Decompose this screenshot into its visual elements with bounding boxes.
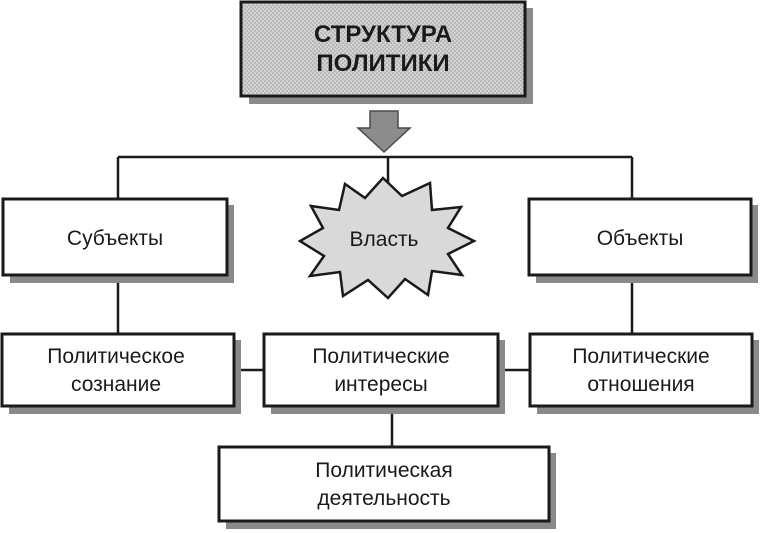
objects-label: Объекты (597, 227, 684, 250)
consciousness-box-frame (0, 332, 236, 408)
connectors (116, 155, 634, 447)
activity-label-line-1: Политическая (315, 459, 452, 482)
objects-box: Объекты (527, 197, 758, 283)
title-box: СТРУКТУРА ПОЛИТИКИ (239, 0, 533, 104)
interests-label-line-2: интересы (334, 373, 427, 396)
starburst-shape (297, 176, 477, 300)
interests-box: Политические интересы (262, 332, 505, 414)
relations-box-frame (528, 332, 754, 408)
power-burst: Власть (297, 176, 477, 300)
interests-box-frame (262, 332, 500, 408)
title-box-frame (239, 0, 527, 98)
subjects-label: Субъекты (67, 227, 163, 250)
power-label: Власть (350, 228, 419, 251)
subjects-box: Субъекты (1, 197, 234, 283)
objects-box-frame (527, 197, 753, 277)
consciousness-label-line-1: Политическое (47, 345, 185, 368)
title-line-1: СТРУКТУРА (314, 21, 452, 48)
activity-box: Политическая деятельность (217, 445, 556, 529)
activity-box-frame (217, 445, 551, 523)
interests-label-line-1: Политические (312, 345, 449, 368)
subjects-box-frame (1, 197, 229, 277)
down-arrow-icon (356, 110, 412, 154)
activity-label-line-2: деятельность (317, 487, 450, 510)
relations-label-line-1: Политические (572, 345, 709, 368)
consciousness-label-line-2: сознание (71, 373, 161, 396)
consciousness-box: Политическое сознание (0, 332, 241, 414)
relations-box: Политические отношения (528, 332, 759, 414)
title-line-2: ПОЛИТИКИ (316, 50, 449, 77)
relations-label-line-2: отношения (587, 373, 694, 396)
